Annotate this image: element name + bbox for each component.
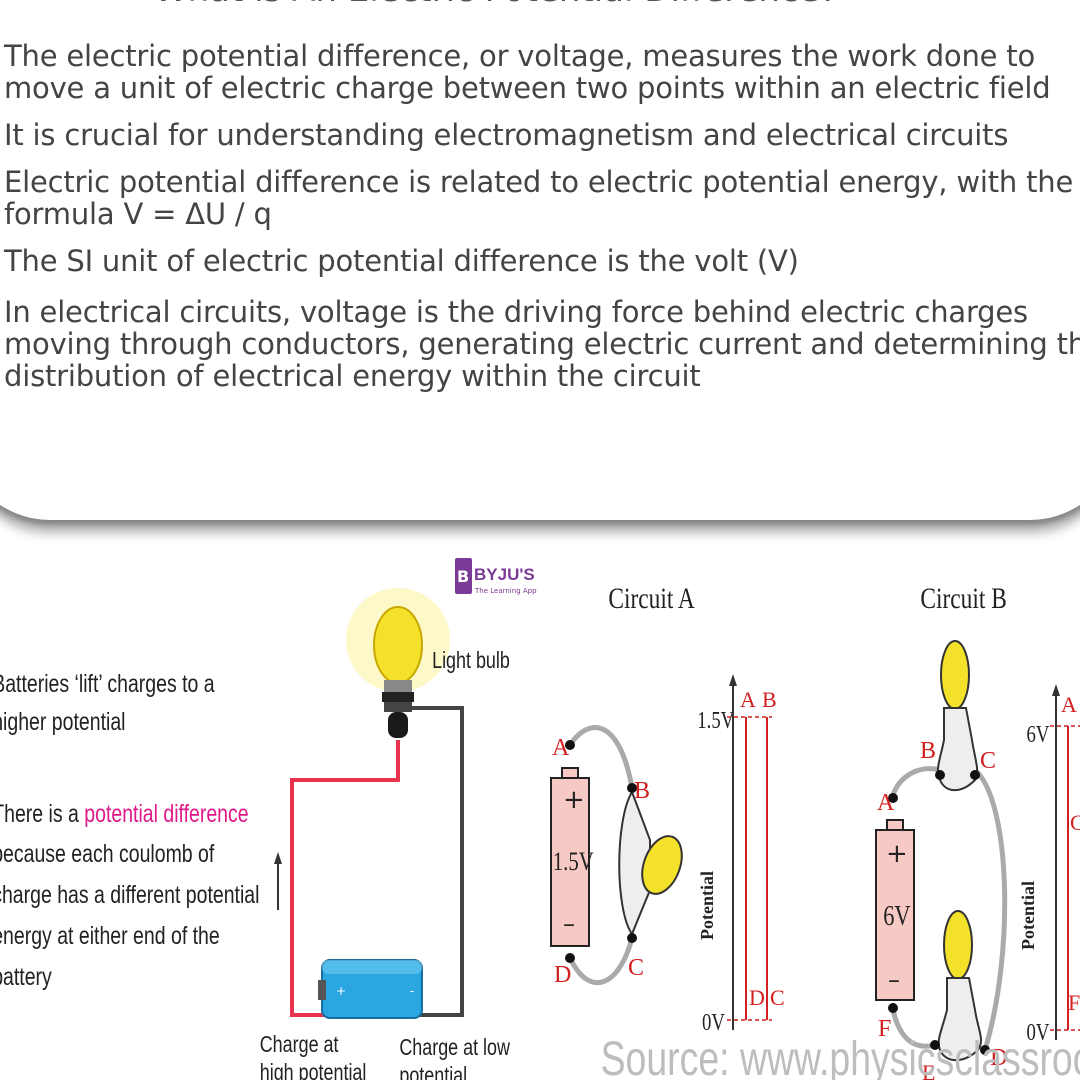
charge-low-line2: potential [399,1063,467,1080]
source-watermark: Source: www.physicsclassroom.com [601,1033,1080,1080]
text1-line1: Batteries ‘lift’ charges to a [0,670,215,698]
circuit-b-wire-bottom [890,1009,936,1049]
text2-line3: charge has a different potential [0,881,259,909]
circuit-b-plus: + [886,839,908,869]
circuit-b-axis-label: Potential [1018,881,1038,950]
circuit-a-terminal [561,767,579,779]
circuit-b-scale-bottom: 0V [1026,1019,1049,1046]
bullet-item: Electric potential difference is related… [4,165,1074,231]
circuit-b-battery-label: 6V [883,901,911,932]
red-wire [290,740,400,1017]
circuit-a-axis-arrow-icon [729,674,737,686]
illustration-svg: B BYJU'S The Learning App Light bulb + - [0,558,1080,1080]
circuit-b-wire-top [890,766,941,796]
circuit-a-point-d: D [554,962,571,988]
potential-difference-highlight: potential difference [84,800,248,828]
circuit-b-bulb-bottom-icon [937,910,982,1062]
arrow-head-icon [274,852,282,864]
circuit-a-scale-top: 1.5V [697,707,734,734]
circuit-a-scale-bottom: 0V [702,1009,725,1036]
circuit-a-axis-label: Potential [697,871,717,940]
circuit-a-battery-label: 1.5V [553,848,594,877]
circuit-b-wire-right [973,768,1008,1051]
bullet-item: The SI unit of electric potential differ… [4,244,799,278]
circuit-a-battery [550,777,590,947]
light-bulb-icon [346,588,450,738]
circuit-b-point-b: B [920,738,936,764]
text2-line2: because each coulomb of [0,840,215,868]
circuit-b-terminal [886,819,904,831]
battery-minus: - [410,984,414,998]
circuit-b-scale-top: 6V [1026,721,1049,748]
circuit-b-point-d: D [990,1045,1007,1071]
circuit-a-minus: – [563,910,575,938]
text2-line5: battery [0,963,52,991]
illustration: B BYJU'S The Learning App Light bulb + - [0,530,1080,1080]
circuit-a-title: Circuit A [608,581,695,614]
text2-line4: energy at either end of the [0,922,220,950]
circuit-b-scale-c: C [1070,810,1080,835]
battery-plus: + [336,984,346,998]
charge-high-line1: Charge at [260,1032,339,1058]
battery-icon: + - [318,959,423,1019]
text2-pre: There is a [0,800,84,828]
charge-low-line1: Charge at low [399,1035,510,1061]
circuit-b-point-f: F [878,1016,891,1042]
circuit-a-wire-bottom [567,937,635,986]
circuit-b-axis-arrow-icon [1052,684,1060,696]
circuit-a-point-a: A [552,735,570,761]
circuit-b-bulb-top-icon [936,640,979,792]
circuit-a-plus: + [563,785,585,815]
black-wire [404,706,464,1017]
circuit-a-scale-c: C [770,985,785,1010]
circuit-a-wire-top [567,725,635,789]
page-title: What is An Electric Potential Difference… [154,0,838,10]
bulb-label: Light bulb [432,648,510,674]
bullet-item: The electric potential difference, or vo… [4,39,1051,105]
logo-subtitle: The Learning App [474,587,537,595]
text1-line2: higher potential [0,708,125,736]
circuit-b-title: Circuit B [920,581,1006,614]
circuit-b-minus: – [888,966,900,994]
text2-line1: There is a potential difference [0,800,249,828]
circuit-a-point-b: B [634,778,650,804]
byjus-logo: B BYJU'S The Learning App [455,558,537,595]
bullet-list: The electric potential difference, or vo… [4,40,1080,407]
circuit-a-bulb-icon [618,789,683,937]
bullet-item: It is crucial for understanding electrom… [4,118,1009,152]
circuit-a-scale-d: D [749,985,765,1010]
circuit-b-scale-f: F [1068,990,1080,1015]
circuit-b-battery [875,829,915,1001]
circuit-b-point-e: E [922,1060,935,1080]
circuit-a-scale-b: B [762,687,777,712]
circuit-a-scale-a: A [740,687,756,712]
bullet-item: In electrical circuits, voltage is the d… [4,295,1080,393]
circuit-a-point-c: C [628,955,644,981]
circuit-b-point-c: C [980,748,996,774]
logo-letter: B [457,567,469,586]
charge-high-line2: high potential [260,1060,367,1080]
circuit-b-scale-a: A [1061,692,1077,717]
circuit-b-point-a: A [877,790,895,816]
logo-text: BYJU'S [474,565,535,584]
text-card: What is An Electric Potential Difference… [0,0,1080,520]
